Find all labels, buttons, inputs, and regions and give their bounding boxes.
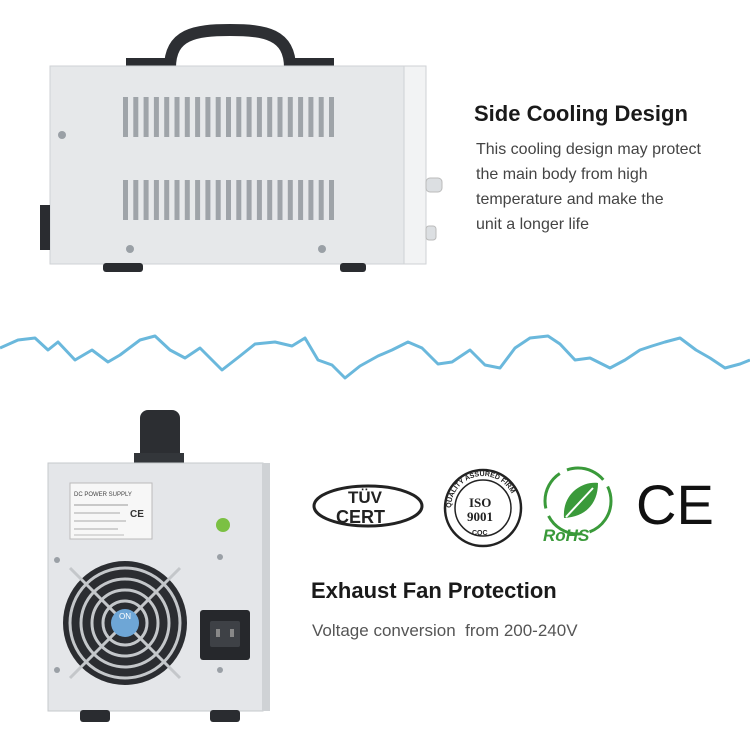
description-line: the main body from high bbox=[476, 166, 648, 183]
vent-slot bbox=[329, 97, 334, 137]
vent-slot bbox=[318, 180, 324, 220]
vent-slot bbox=[267, 97, 273, 137]
vent-slot bbox=[174, 97, 180, 137]
side-section-description: This cooling design may protect the main… bbox=[476, 137, 701, 237]
svg-text:CE: CE bbox=[636, 478, 714, 530]
vent-slot bbox=[246, 97, 252, 137]
vent-slot bbox=[308, 180, 314, 220]
vent-slot bbox=[308, 97, 314, 137]
vent-slot bbox=[153, 97, 159, 137]
vent-slot bbox=[195, 97, 201, 137]
side-panel bbox=[49, 65, 406, 265]
vent-slot bbox=[133, 97, 139, 137]
tuv-cert-logo: TÜV CERT bbox=[312, 484, 424, 528]
svg-text:CERT: CERT bbox=[336, 507, 385, 527]
fan-brand: ON bbox=[119, 612, 131, 621]
svg-text:9001: 9001 bbox=[467, 509, 493, 524]
vent-slot bbox=[184, 180, 190, 220]
label-plate-heading: DC POWER SUPPLY bbox=[74, 492, 132, 498]
vent-slot bbox=[236, 97, 242, 137]
description-line: unit a longer life bbox=[476, 216, 589, 233]
vent-slot bbox=[143, 180, 149, 220]
green-sticker bbox=[216, 518, 230, 532]
vent-slot bbox=[287, 97, 293, 137]
vent-slot bbox=[195, 180, 201, 220]
vent-slot bbox=[287, 180, 293, 220]
svg-text:TÜV: TÜV bbox=[348, 488, 383, 507]
spec-label-plate bbox=[69, 482, 153, 540]
vent-slot bbox=[298, 180, 304, 220]
vent-slot bbox=[174, 180, 180, 220]
vent-slot bbox=[215, 97, 221, 137]
vent-slot bbox=[236, 180, 242, 220]
vent-slot bbox=[164, 180, 170, 220]
description-line: This cooling design may protect bbox=[476, 141, 701, 158]
vent-slot bbox=[123, 180, 128, 220]
wave-divider bbox=[0, 334, 750, 380]
lower-vent-grille bbox=[123, 180, 334, 220]
label-plate-ce: CE bbox=[130, 509, 144, 520]
top-handle bbox=[140, 410, 180, 462]
vent-slot bbox=[318, 97, 324, 137]
vent-slot bbox=[205, 97, 211, 137]
vent-slot bbox=[267, 180, 273, 220]
ce-logo: CE bbox=[636, 478, 714, 530]
vent-slot bbox=[277, 180, 283, 220]
vent-slot bbox=[226, 97, 231, 137]
vent-slot bbox=[153, 180, 159, 220]
vent-slot bbox=[184, 97, 190, 137]
vent-slot bbox=[226, 180, 231, 220]
vent-slot bbox=[143, 97, 149, 137]
description-line: temperature and make the bbox=[476, 191, 664, 208]
vent-slot bbox=[298, 97, 304, 137]
rear-view-illustration: DC POWER SUPPLY CE ON bbox=[47, 410, 270, 722]
side-view-illustration bbox=[40, 23, 443, 272]
vent-slot bbox=[256, 97, 262, 137]
svg-text:RoHS: RoHS bbox=[543, 526, 590, 545]
side-section-title: Side Cooling Design bbox=[474, 101, 688, 126]
back-section-description: Voltage conversion from 200-240V bbox=[312, 621, 578, 640]
svg-text:ISO: ISO bbox=[469, 495, 491, 510]
vent-slot bbox=[133, 180, 139, 220]
carry-handle bbox=[164, 23, 296, 74]
vent-slot bbox=[329, 180, 334, 220]
vent-slot bbox=[215, 180, 221, 220]
upper-vent-grille bbox=[123, 97, 334, 137]
vent-slot bbox=[277, 97, 283, 137]
rohs-logo: RoHS bbox=[543, 466, 613, 545]
vent-slot bbox=[123, 97, 128, 137]
vent-slot bbox=[246, 180, 252, 220]
vent-slot bbox=[256, 180, 262, 220]
svg-text:CQC: CQC bbox=[472, 530, 488, 537]
vent-slot bbox=[205, 180, 211, 220]
back-section-title: Exhaust Fan Protection bbox=[311, 578, 557, 603]
iso-9001-logo: QUALITY ASSURED FIRM ISO 9001 CQC bbox=[443, 468, 523, 548]
vent-slot bbox=[164, 97, 170, 137]
